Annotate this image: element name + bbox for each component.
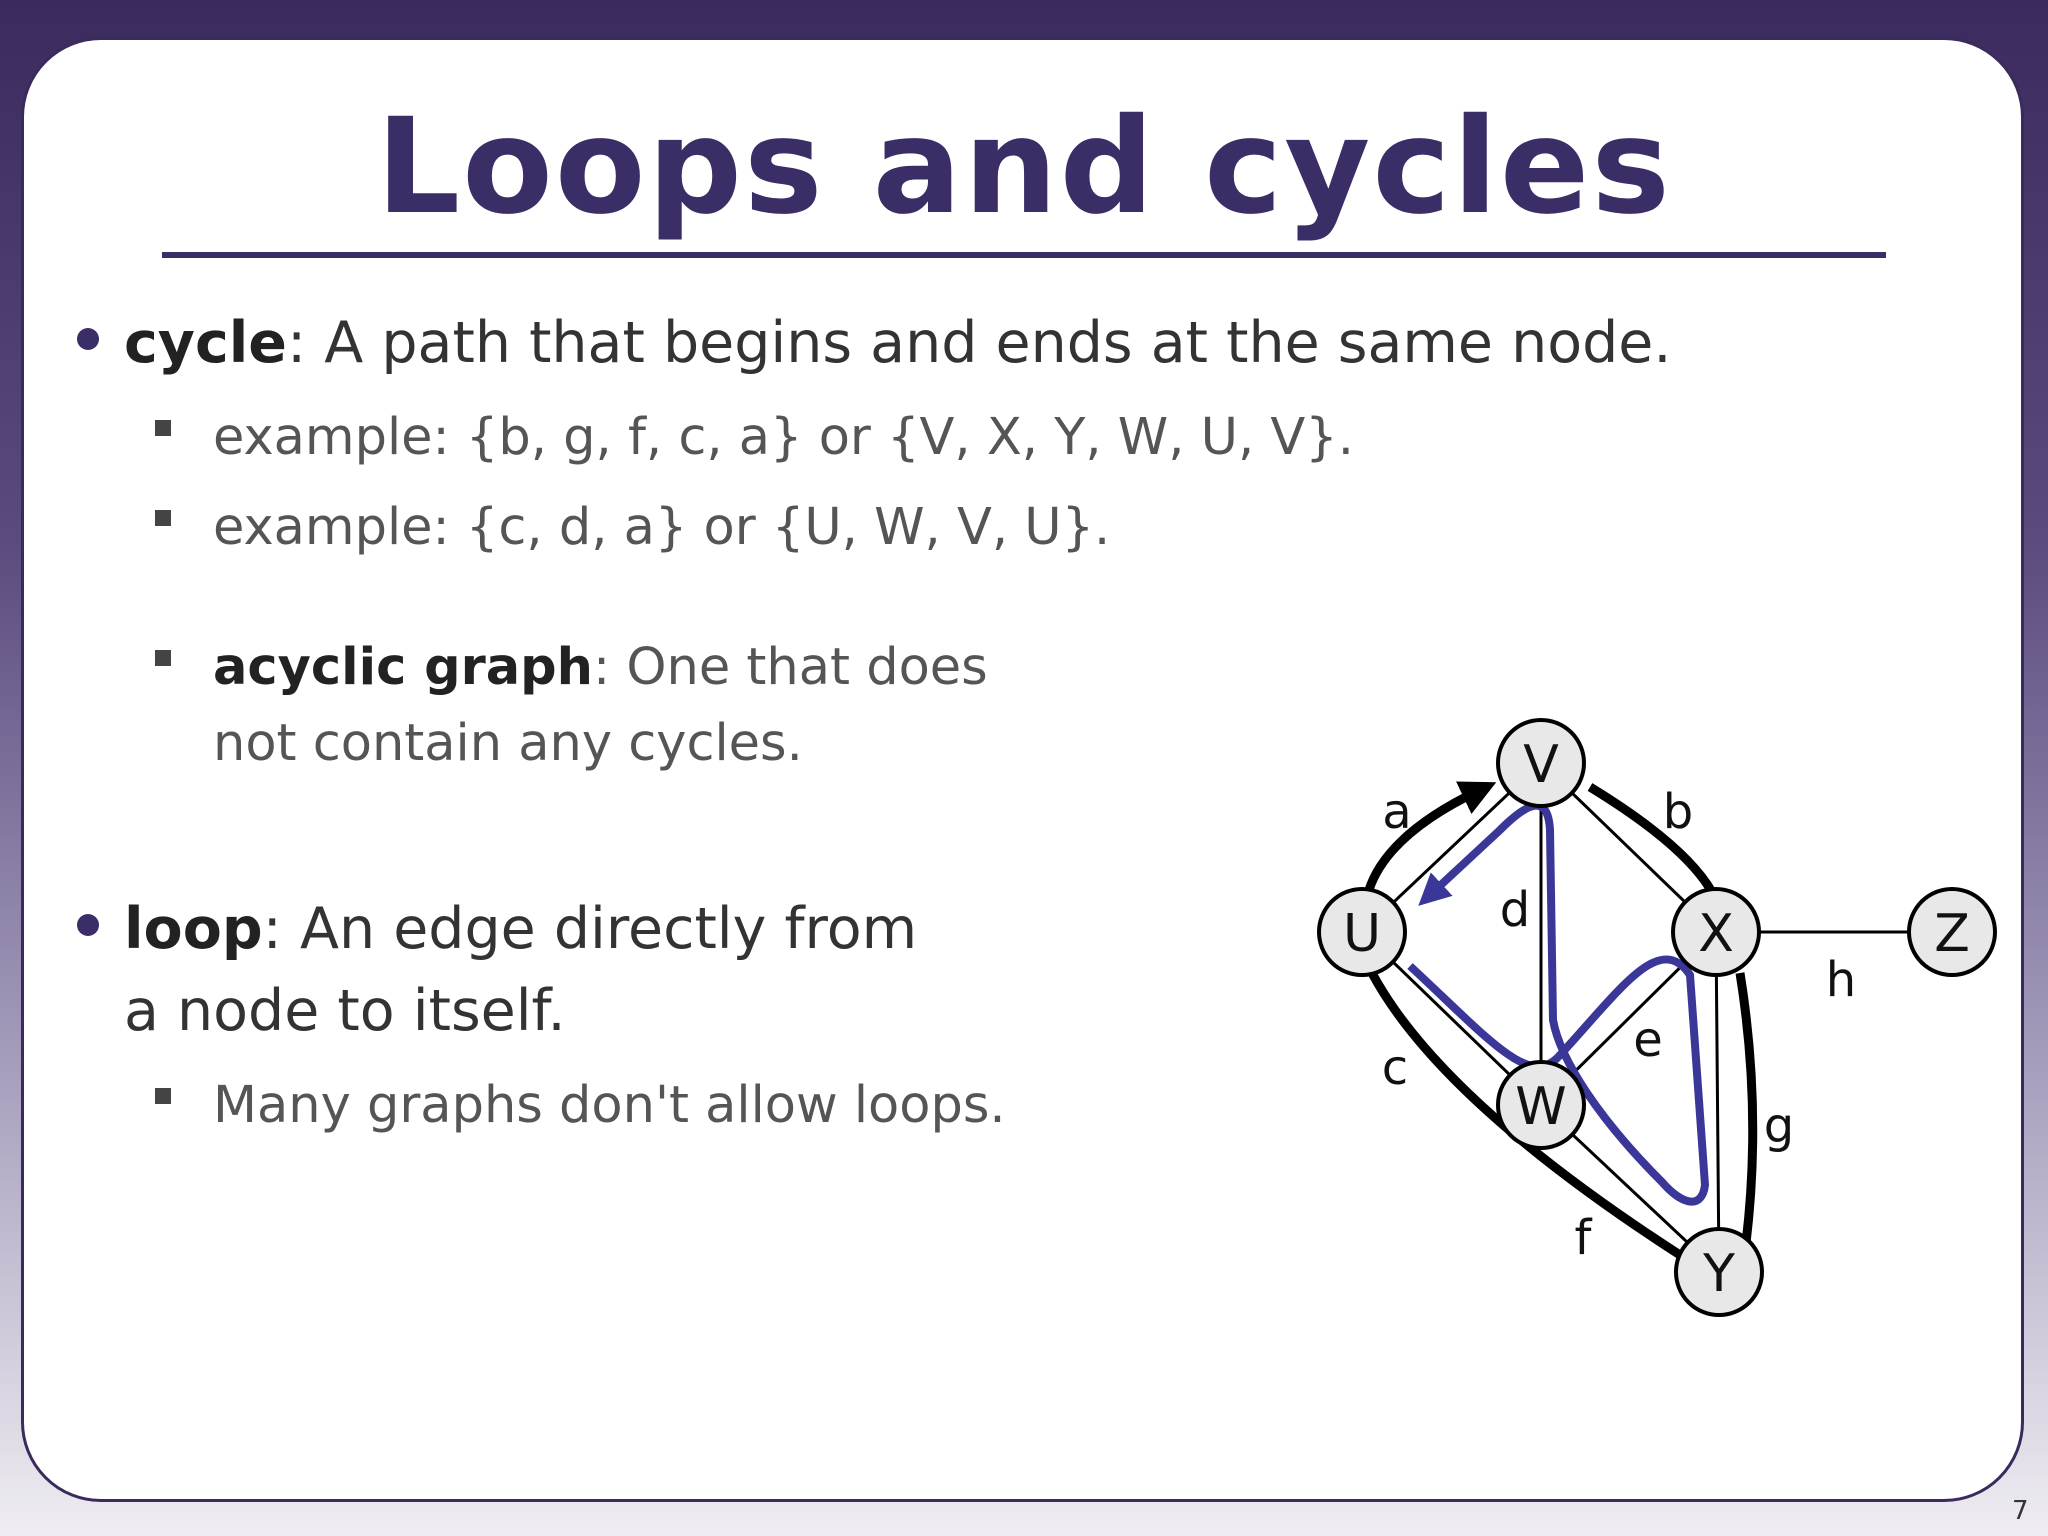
term-acyclic: acyclic graph	[213, 638, 593, 697]
node-label: V	[1523, 735, 1559, 795]
edge-label: b	[1663, 784, 1693, 840]
node-v	[1496, 718, 1586, 808]
sub-bullet-square	[155, 420, 171, 436]
loop-definition: : An edge directly from	[262, 896, 918, 962]
sub-bullet-square	[155, 650, 171, 666]
node-w	[1496, 1060, 1586, 1150]
thick-path-c-f	[1368, 970, 1683, 1259]
edge-label: e	[1633, 1012, 1663, 1068]
term-cycle: cycle	[124, 310, 287, 376]
term-loop: loop	[124, 896, 263, 962]
cycle-definition: : A path that begins and ends at the sam…	[286, 310, 1672, 376]
thick-path-g	[1735, 972, 1758, 1244]
bullet-loop: loop: An edge directly from	[124, 896, 917, 962]
example-1: example: {b, g, f, c, a} or {V, X, Y, W,…	[213, 408, 1354, 467]
node-label: W	[1515, 1077, 1566, 1137]
acyclic-line-1: acyclic graph: One that does	[213, 638, 988, 697]
node-label: U	[1343, 904, 1381, 964]
node-y	[1674, 1227, 1764, 1317]
edge-labels: a b c d e f g h	[1382, 784, 1856, 1266]
edge-label: f	[1575, 1210, 1593, 1266]
loops-note: Many graphs don't allow loops.	[213, 1076, 1006, 1135]
title-underline	[162, 252, 1886, 258]
node-label: Y	[1702, 1244, 1735, 1304]
graph-nodes: V U X Z W Y	[1317, 718, 1997, 1317]
edge-label: h	[1826, 952, 1856, 1008]
edge-label: g	[1764, 1098, 1794, 1154]
node-x	[1671, 887, 1761, 977]
loop-line-2: a node to itself.	[124, 978, 566, 1044]
slide-title: Loops and cycles	[376, 90, 1672, 244]
node-label: Z	[1934, 904, 1970, 964]
bullet-dot	[77, 914, 99, 936]
edge-label: a	[1382, 784, 1411, 840]
node-label: X	[1698, 904, 1734, 964]
sub-bullet-square	[155, 510, 171, 526]
edge-g	[1714, 931, 1721, 1273]
bullet-dot	[77, 328, 99, 350]
sub-bullet-square	[155, 1088, 171, 1104]
acyclic-line-2: not contain any cycles.	[213, 714, 803, 773]
bullet-cycle: cycle: A path that begins and ends at th…	[124, 310, 1671, 376]
page-number: 7	[2012, 1496, 2029, 1526]
node-z	[1907, 887, 1997, 977]
edge-label: d	[1500, 882, 1530, 938]
node-u	[1317, 887, 1407, 977]
acyclic-definition: : One that does	[592, 638, 988, 697]
edge-label: c	[1382, 1040, 1408, 1096]
example-2: example: {c, d, a} or {U, W, V, U}.	[213, 498, 1111, 557]
thick-path-a	[1363, 781, 1497, 895]
thick-path-b	[1587, 783, 1716, 895]
